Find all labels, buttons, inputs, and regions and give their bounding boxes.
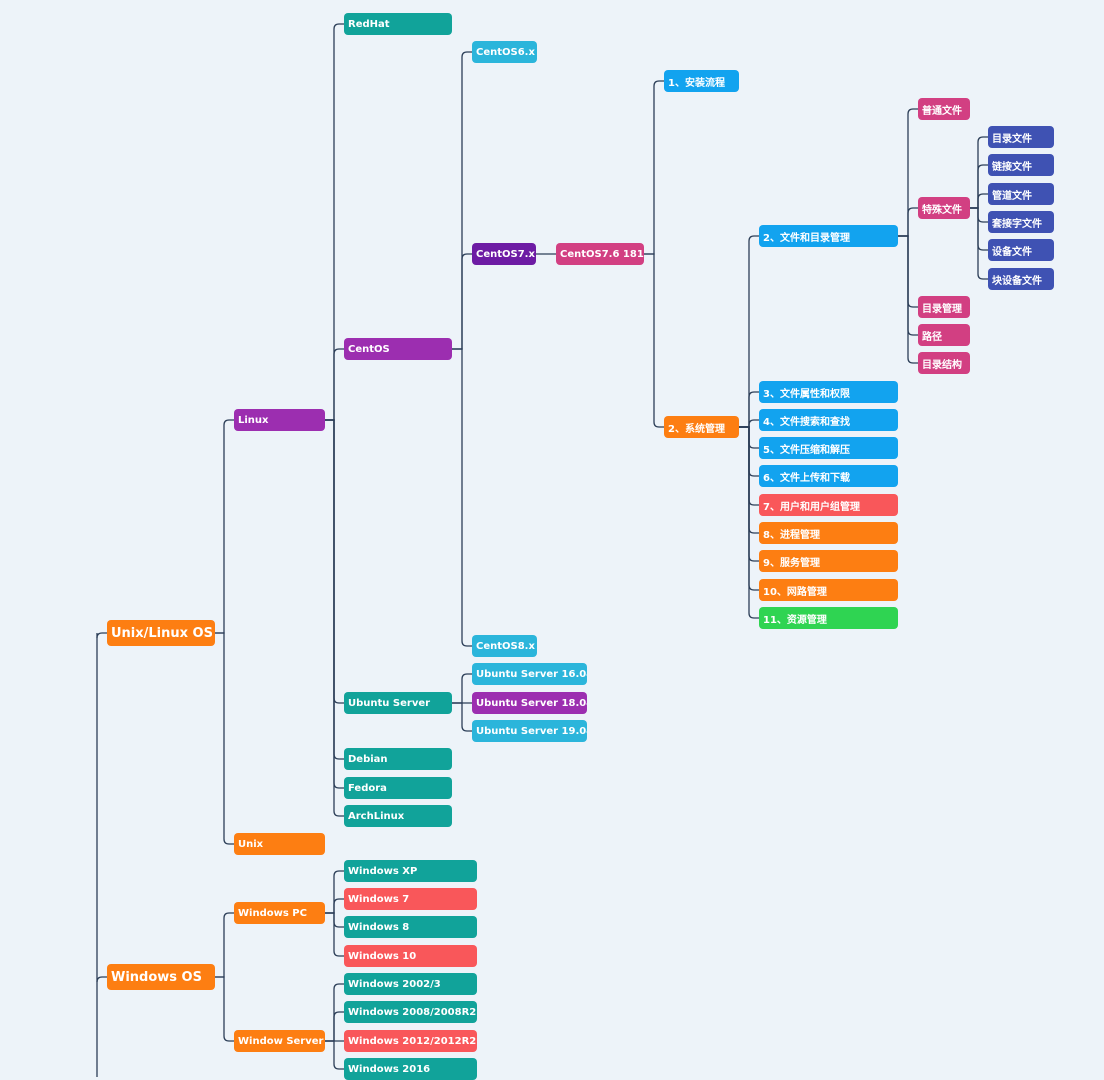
node-centos[interactable]: CentOS [344, 338, 452, 360]
node-user-group[interactable]: 7、用户和用户组管理 [759, 494, 898, 516]
connector-ubuntu-server-to-ubuntu-1604 [452, 673, 472, 704]
connector-windows-os-to-windows-pc [215, 912, 234, 978]
node-dir-structure[interactable]: 目录结构 [918, 352, 970, 374]
node-win-xp[interactable]: Windows XP [344, 860, 477, 882]
node-win-8[interactable]: Windows 8 [344, 916, 477, 938]
connector-special-file-to-socket-file [970, 207, 988, 223]
node-unix-linux-os[interactable]: Unix/Linux OS [107, 620, 215, 646]
connector-windows-pc-to-win-7 [325, 898, 344, 914]
node-win-2002-3[interactable]: Windows 2002/3 [344, 973, 477, 995]
node-service[interactable]: 9、服务管理 [759, 550, 898, 572]
connector-root-windows-os [96, 976, 107, 983]
node-win-2012[interactable]: Windows 2012/2012R2 [344, 1030, 477, 1052]
connector-file-dir-mgmt-to-special-file [898, 207, 918, 237]
node-centos76[interactable]: CentOS7.6 1810 [556, 243, 644, 265]
connector-special-file-to-block-device-file [970, 207, 988, 280]
node-linux[interactable]: Linux [234, 409, 325, 431]
node-fedora[interactable]: Fedora [344, 777, 452, 799]
node-special-file[interactable]: 特殊文件 [918, 197, 970, 219]
node-centos8[interactable]: CentOS8.x [472, 635, 537, 657]
connector-centos76-to-install-flow [644, 80, 664, 255]
node-install-flow[interactable]: 1、安装流程 [664, 70, 739, 92]
node-device-file[interactable]: 设备文件 [988, 239, 1054, 261]
node-window-server[interactable]: Window Server [234, 1030, 325, 1052]
node-file-search[interactable]: 4、文件搜索和查找 [759, 409, 898, 431]
connector-unix-linux-os-to-linux [215, 419, 234, 634]
connector-sys-mgmt-to-resource [739, 426, 759, 619]
node-sys-mgmt[interactable]: 2、系统管理 [664, 416, 739, 438]
node-file-transfer[interactable]: 6、文件上传和下载 [759, 465, 898, 487]
connector-window-server-to-win-2002-3 [325, 983, 344, 1042]
connector-centos-to-centos7 [452, 253, 472, 350]
connector-windows-os-to-window-server [215, 976, 234, 1042]
connector-centos-to-centos6 [452, 51, 472, 350]
node-pipe-file[interactable]: 管道文件 [988, 183, 1054, 205]
node-centos6[interactable]: CentOS6.x [472, 41, 537, 63]
node-file-attr[interactable]: 3、文件属性和权限 [759, 381, 898, 403]
connector-unix-linux-os-to-unix [215, 632, 234, 845]
node-win-7[interactable]: Windows 7 [344, 888, 477, 910]
node-ubuntu-1904[interactable]: Ubuntu Server 19.04 [472, 720, 587, 742]
node-redhat[interactable]: RedHat [344, 13, 452, 35]
connector-window-server-to-win-2008 [325, 1011, 344, 1042]
node-dir-mgmt[interactable]: 目录管理 [918, 296, 970, 318]
node-dir-file[interactable]: 目录文件 [988, 126, 1054, 148]
connector-linux-to-centos [325, 348, 344, 421]
connector-centos76-to-sys-mgmt [644, 253, 664, 428]
connector-windows-pc-to-win-xp [325, 870, 344, 914]
connector-special-file-to-pipe-file [970, 193, 988, 209]
node-file-compress[interactable]: 5、文件压缩和解压 [759, 437, 898, 459]
node-ubuntu-1604[interactable]: Ubuntu Server 16.04 [472, 663, 587, 685]
node-path[interactable]: 路径 [918, 324, 970, 346]
connector-root-unix-linux-os [96, 632, 107, 639]
node-process[interactable]: 8、进程管理 [759, 522, 898, 544]
connector-linux-to-redhat [325, 23, 344, 421]
node-socket-file[interactable]: 套接字文件 [988, 211, 1054, 233]
connector-sys-mgmt-to-file-search [739, 419, 759, 428]
node-ubuntu-1804[interactable]: Ubuntu Server 18.04 [472, 692, 587, 714]
connector-window-server-to-win-2016 [325, 1040, 344, 1070]
node-resource[interactable]: 11、资源管理 [759, 607, 898, 629]
connector-sys-mgmt-to-file-attr [739, 391, 759, 428]
node-win-2016[interactable]: Windows 2016 [344, 1058, 477, 1080]
connector-special-file-to-link-file [970, 164, 988, 209]
node-debian[interactable]: Debian [344, 748, 452, 770]
node-win-2008[interactable]: Windows 2008/2008R2 [344, 1001, 477, 1023]
node-ubuntu-server[interactable]: Ubuntu Server [344, 692, 452, 714]
connector-centos-to-centos8 [452, 348, 472, 647]
node-file-dir-mgmt[interactable]: 2、文件和目录管理 [759, 225, 898, 247]
node-plain-file[interactable]: 普通文件 [918, 98, 970, 120]
node-archlinux[interactable]: ArchLinux [344, 805, 452, 827]
node-link-file[interactable]: 链接文件 [988, 154, 1054, 176]
connector-special-file-to-dir-file [970, 136, 988, 209]
connector-sys-mgmt-to-file-dir-mgmt [739, 235, 759, 428]
node-win-10[interactable]: Windows 10 [344, 945, 477, 967]
node-unix[interactable]: Unix [234, 833, 325, 855]
connector-linux-to-archlinux [325, 419, 344, 817]
connector-file-dir-mgmt-to-plain-file [898, 108, 918, 237]
connector-special-file-to-device-file [970, 207, 988, 251]
node-windows-pc[interactable]: Windows PC [234, 902, 325, 924]
node-windows-os[interactable]: Windows OS [107, 964, 215, 990]
connector-windows-pc-to-win-10 [325, 912, 344, 957]
node-network[interactable]: 10、网路管理 [759, 579, 898, 601]
node-centos7[interactable]: CentOS7.x [472, 243, 536, 265]
connector-ubuntu-server-to-ubuntu-1904 [452, 702, 472, 732]
connector-file-dir-mgmt-to-dir-structure [898, 235, 918, 364]
node-block-device-file[interactable]: 块设备文件 [988, 268, 1054, 290]
